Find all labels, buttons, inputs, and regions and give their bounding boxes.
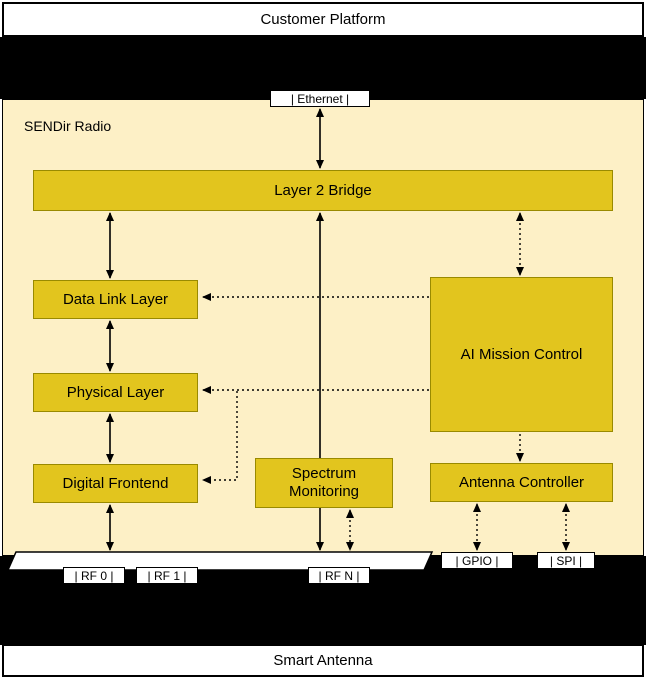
sendir-radio-label: SENDir Radio (24, 118, 112, 134)
antenna-controller-box: Antenna Controller (430, 463, 613, 502)
arrow-aimc-frontend-branch (202, 391, 238, 484)
ethernet-port-label: | Ethernet | (270, 90, 370, 107)
rfn-port-label: | RF N | (308, 567, 370, 584)
rf0-port-label: | RF 0 | (63, 567, 125, 584)
spi-port-label: | SPI | (537, 552, 595, 569)
physical-layer-box: Physical Layer (33, 373, 198, 412)
top-black-band (0, 37, 646, 99)
customer-platform-box: Customer Platform (2, 2, 644, 37)
layer2-bridge-box: Layer 2 Bridge (33, 170, 613, 211)
spectrum-monitoring-box: Spectrum Monitoring (255, 458, 393, 508)
ai-mission-control-box: AI Mission Control (430, 277, 613, 432)
rf1-port-label: | RF 1 | (136, 567, 198, 584)
gpio-port-label: | GPIO | (441, 552, 513, 569)
rf-bus-bar (6, 551, 434, 571)
smart-antenna-box: Smart Antenna (2, 644, 644, 677)
digital-frontend-box: Digital Frontend (33, 464, 198, 503)
data-link-layer-box: Data Link Layer (33, 280, 198, 319)
